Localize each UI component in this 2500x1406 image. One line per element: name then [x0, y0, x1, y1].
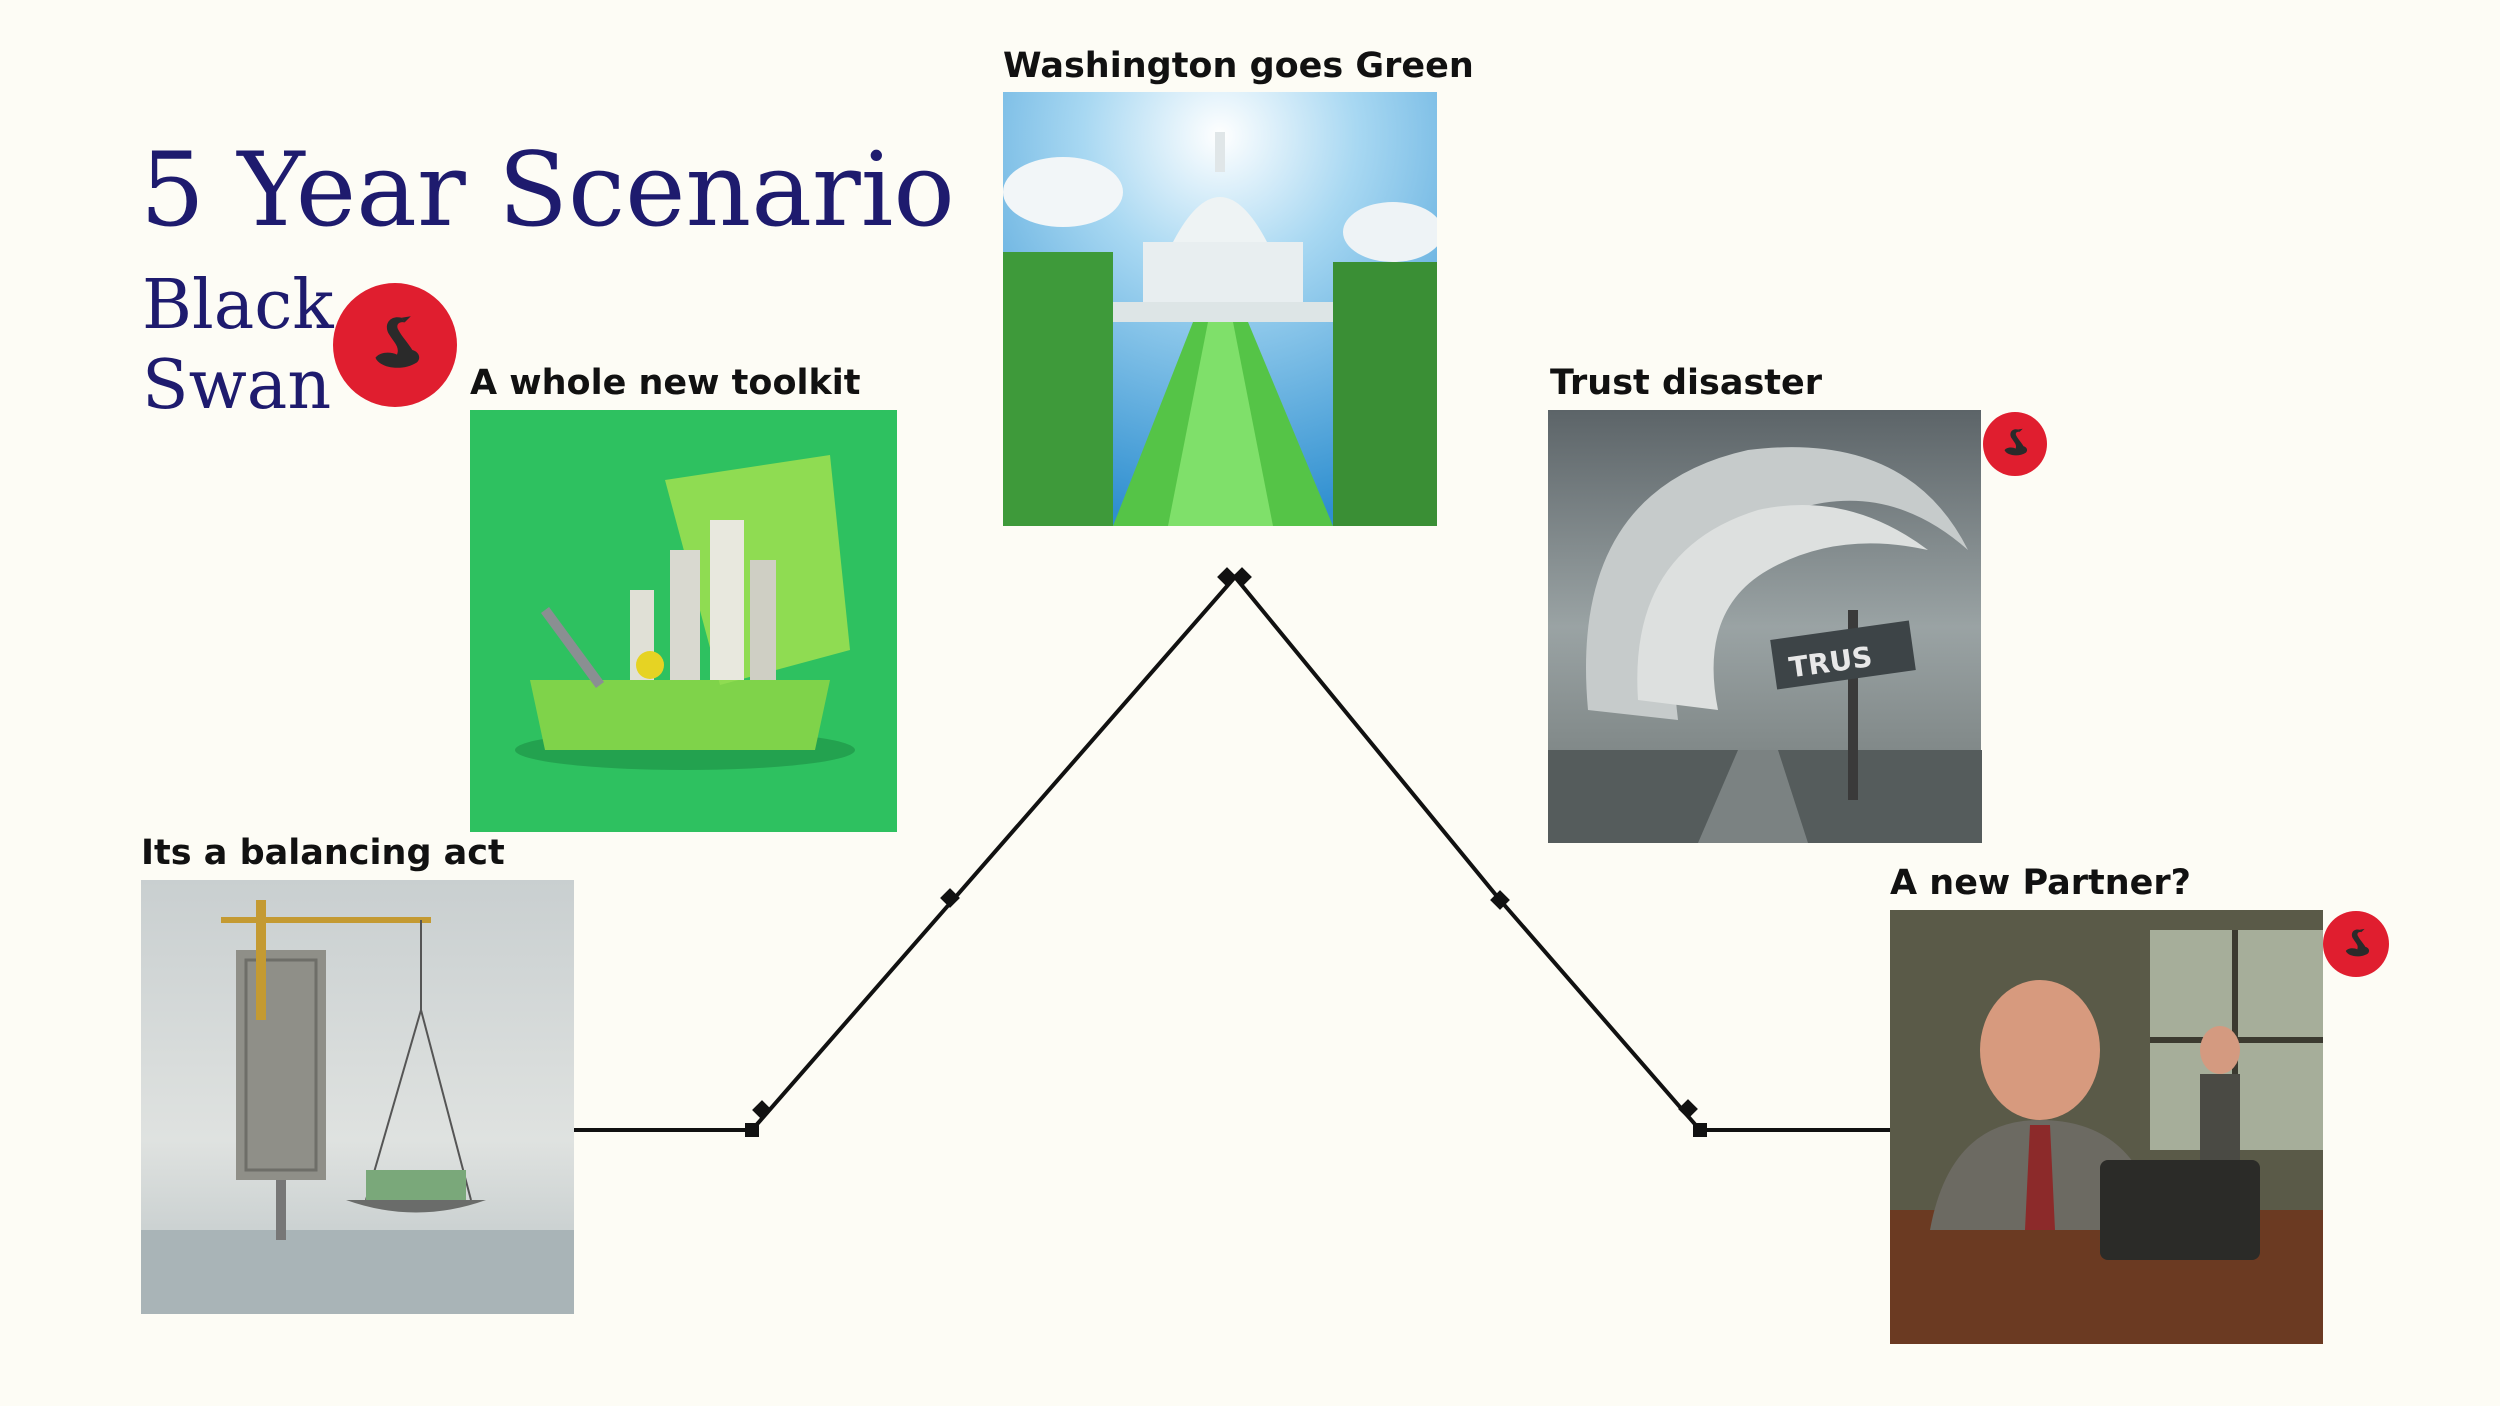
trust-disaster-image: TRUS [1548, 410, 1982, 843]
washington-green-image [1003, 92, 1437, 526]
timeline-node [1217, 567, 1237, 587]
black-swan-badge-icon [333, 283, 457, 407]
swan-icon [2004, 428, 2028, 456]
timeline-node [940, 888, 960, 908]
scenario-label-partner: A new Partner? [1890, 863, 2191, 903]
swan-icon [375, 315, 419, 368]
new-partner-image [1890, 910, 2323, 1344]
scenario-label-balancing: Its a balancing act [141, 833, 505, 873]
balancing-act-image [141, 880, 574, 1314]
trust-black-swan-icon [1983, 412, 2047, 476]
swan-icon [2345, 928, 2369, 956]
timeline-node [1232, 567, 1252, 587]
green-toolkit-image [470, 410, 897, 832]
subtitle-black: Black [142, 266, 334, 345]
timeline-node [1678, 1099, 1698, 1119]
partner-black-swan-icon [2323, 911, 2389, 977]
scenario-label-trust: Trust disaster [1550, 363, 1823, 403]
timeline-node [1693, 1123, 1707, 1137]
scenario-label-washington: Washington goes Green [1003, 46, 1474, 86]
subtitle-swan: Swan [142, 346, 332, 425]
timeline-node [1490, 890, 1510, 910]
timeline-node [745, 1123, 759, 1137]
page-title: 5 Year Scenario [140, 131, 955, 250]
timeline-node [752, 1100, 772, 1120]
scenario-label-toolkit: A whole new toolkit [470, 363, 861, 403]
